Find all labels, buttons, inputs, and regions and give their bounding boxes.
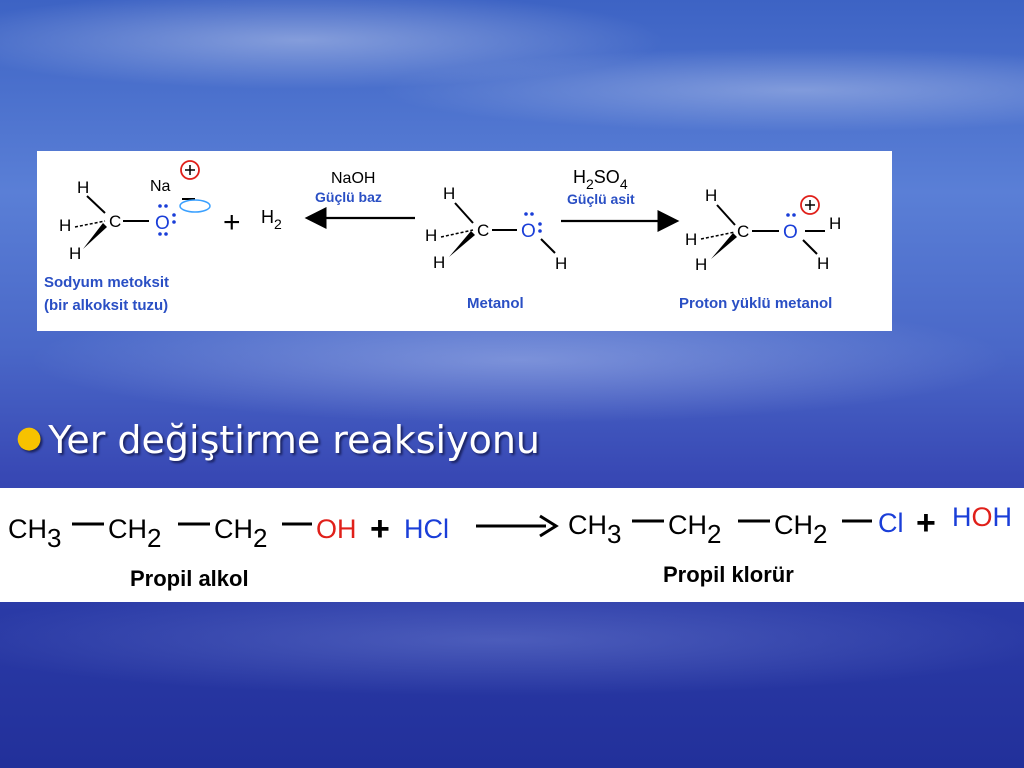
hydroxyl-group: OH bbox=[316, 514, 357, 544]
methanol-structure: H H H C O H bbox=[425, 184, 567, 273]
positive-charge-icon bbox=[180, 160, 200, 180]
atom-h: H bbox=[685, 230, 697, 249]
strong-base-label: Güçlü baz bbox=[315, 189, 382, 205]
atom-h: H bbox=[77, 178, 89, 197]
atom-h: H bbox=[695, 255, 707, 274]
ch2-group: CH2 bbox=[668, 510, 721, 549]
atom-h: H bbox=[829, 214, 841, 233]
atom-c: C bbox=[737, 222, 749, 241]
ch2-group: CH2 bbox=[108, 514, 161, 553]
sodium-methoxide-label: Sodyum metoksit bbox=[44, 274, 169, 291]
ch2-group: CH2 bbox=[214, 514, 267, 553]
atom-na: Na bbox=[150, 178, 171, 195]
methanol-label: Metanol bbox=[467, 295, 524, 312]
ch2-group: CH2 bbox=[774, 510, 827, 549]
substitution-equation-panel: CH3 CH2 CH2 OH + HCl CH3 CH2 CH2 Cl + HO… bbox=[0, 488, 1024, 602]
hcl: HCl bbox=[404, 514, 449, 544]
atom-c: C bbox=[477, 221, 489, 240]
protonated-methanol-structure: H H H C O H H bbox=[685, 186, 841, 274]
atom-h: H bbox=[425, 226, 437, 245]
reaction-figure-panel: H H H C O Na + H2 NaOH Güçlü baz bbox=[37, 151, 892, 331]
atom-h: H bbox=[817, 254, 829, 273]
chlorine: Cl bbox=[878, 508, 904, 538]
naoh-label: NaOH bbox=[331, 170, 375, 187]
atom-h: H bbox=[443, 184, 455, 203]
acid-base-reaction-diagram: H H H C O Na + H2 NaOH Güçlü baz bbox=[44, 160, 841, 314]
atom-h: H bbox=[59, 216, 71, 235]
bullet-item: ●Yer değiştirme reaksiyonu bbox=[16, 418, 540, 462]
plus-sign: + bbox=[370, 510, 390, 548]
atom-h: H bbox=[555, 254, 567, 273]
substitution-reaction-equation: CH3 CH2 CH2 OH + HCl CH3 CH2 CH2 Cl + HO… bbox=[8, 502, 1012, 591]
ch3-group: CH3 bbox=[8, 514, 61, 553]
atom-o: O bbox=[155, 213, 170, 234]
water: HOH bbox=[952, 502, 1012, 532]
bullet-icon: ● bbox=[16, 420, 43, 455]
atom-o: O bbox=[783, 222, 798, 243]
propyl-alcohol-label: Propil alkol bbox=[130, 566, 249, 591]
hydrogen-gas: H2 bbox=[261, 207, 282, 232]
sodium-methoxide-structure: H H H C O Na bbox=[59, 160, 211, 263]
protonated-methanol-label: Proton yüklü metanol bbox=[679, 295, 832, 312]
atom-h: H bbox=[705, 186, 717, 205]
atom-o: O bbox=[521, 221, 536, 242]
ch3-group: CH3 bbox=[568, 510, 621, 549]
atom-c: C bbox=[109, 212, 121, 231]
plus-sign: + bbox=[916, 504, 936, 542]
positive-charge-icon bbox=[800, 195, 820, 215]
propyl-chloride-label: Propil klorür bbox=[663, 562, 794, 587]
atom-h: H bbox=[433, 253, 445, 272]
plus-sign: + bbox=[223, 206, 241, 239]
bullet-text: Yer değiştirme reaksiyonu bbox=[48, 418, 541, 462]
atom-h: H bbox=[69, 244, 81, 263]
h2so4-label: H2SO4 bbox=[573, 167, 628, 192]
alkoxide-salt-label: (bir alkoksit tuzu) bbox=[44, 297, 168, 314]
strong-acid-label: Güçlü asit bbox=[567, 191, 635, 207]
